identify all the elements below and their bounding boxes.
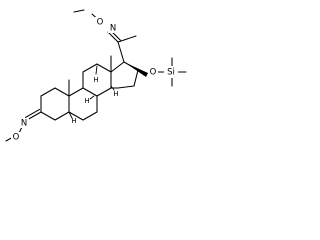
c17-otms-group	[124, 57, 187, 87]
ring-c	[82, 63, 112, 97]
oxygen-top-label: O	[97, 18, 104, 28]
chemical-structure-diagram: O N O Si N O H H H H	[5, 9, 187, 143]
angular-methyls	[68, 55, 112, 97]
silicon-label: Si	[167, 68, 175, 78]
h14-label: H	[113, 90, 118, 98]
nitrogen-top-label: N	[110, 24, 116, 34]
atom-labels: O N O Si N O	[11, 17, 178, 143]
oxygen-bottom-label: O	[13, 133, 20, 143]
h8-label: H	[93, 76, 98, 84]
ring-a	[40, 87, 70, 121]
ring-b	[68, 87, 98, 121]
stereo-h-labels: H H H H	[71, 76, 118, 125]
nitrogen-bottom-label: N	[21, 119, 27, 129]
hashed-stereo-bonds	[68, 65, 115, 119]
h5-label: H	[71, 117, 76, 125]
ring-d	[110, 61, 139, 89]
h9-label: H	[84, 97, 89, 105]
oxygen-tms-label: O	[150, 68, 157, 78]
